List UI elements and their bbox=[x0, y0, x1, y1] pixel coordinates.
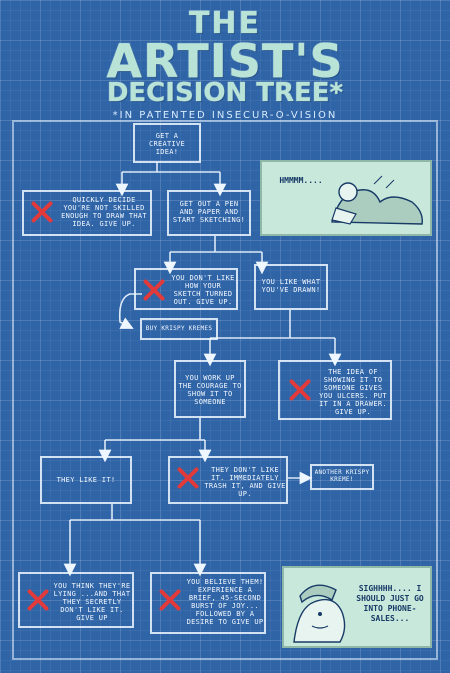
node-not-skilled-text: QUICKLY DECIDE YOU'RE NOT SKILLED ENOUGH… bbox=[61, 196, 147, 228]
node-believe-them-text: YOU BELIEVE THEM! EXPERIENCE A BRIEF, 45… bbox=[186, 578, 264, 626]
edge-drawn-split bbox=[210, 310, 335, 339]
diagram-frame bbox=[12, 120, 438, 660]
title-line-3: DECISION TREE* bbox=[106, 78, 344, 108]
node-get-idea-text: GET A CREATIVE IDEA! bbox=[148, 132, 186, 156]
node-think-lying bbox=[18, 572, 134, 628]
node-dont-like-sketch bbox=[134, 268, 238, 310]
x-mark-icon bbox=[142, 278, 166, 302]
x-mark-icon bbox=[288, 378, 312, 402]
edge-to-kremes bbox=[118, 293, 142, 329]
thinking-panel-text: HMMMM.... bbox=[279, 176, 323, 185]
node-like-drawn bbox=[254, 264, 328, 310]
edge-courage-split bbox=[105, 418, 205, 441]
node-dont-like-trash-text: THEY DON'T LIKE IT. IMMEDIATELY TRASH IT… bbox=[204, 466, 286, 498]
node-dont-like-trash bbox=[168, 456, 288, 504]
node-another-kreme bbox=[310, 464, 374, 490]
node-buy-kremes bbox=[140, 318, 218, 340]
sighing-artist-illustration bbox=[293, 584, 346, 643]
edge-sketch-split bbox=[170, 236, 262, 253]
node-start-sketching-text: GET OUT A PEN AND PAPER AND START SKETCH… bbox=[172, 200, 246, 224]
node-think-lying-text: YOU THINK THEY'RE LYING ...AND THAT THEY… bbox=[53, 582, 131, 622]
node-they-like-it bbox=[40, 456, 132, 504]
node-work-up-courage-text: YOU WORK UP THE COURAGE TO SHOW IT TO SO… bbox=[178, 374, 242, 406]
node-work-up-courage bbox=[174, 360, 246, 418]
thinking-panel bbox=[260, 160, 432, 236]
thinking-artist-illustration bbox=[331, 175, 423, 225]
node-buy-kremes-text: BUY KRISPY KREMES bbox=[145, 325, 213, 332]
title-line-1: THE bbox=[188, 6, 262, 41]
node-believe-them bbox=[150, 572, 266, 634]
edge-idea-split bbox=[122, 162, 220, 173]
x-mark-icon bbox=[158, 588, 182, 612]
node-idea-ulcers bbox=[278, 360, 392, 420]
sighing-panel-text: SIGHHHH.... I SHOULD JUST GO INTO PHONE-… bbox=[356, 584, 424, 623]
node-get-idea bbox=[133, 123, 201, 163]
x-mark-icon bbox=[176, 466, 200, 490]
title-line-2: ARTIST'S bbox=[106, 34, 344, 88]
title-footnote: *IN PATENTED INSECUR-O-VISION bbox=[112, 110, 338, 121]
node-idea-ulcers-text: THE IDEA OF SHOWING IT TO SOMEONE GIVES … bbox=[319, 368, 387, 416]
x-mark-icon bbox=[26, 588, 50, 612]
node-they-like-it-text: THEY LIKE IT! bbox=[56, 476, 116, 484]
x-mark-icon bbox=[30, 200, 54, 224]
sighing-panel bbox=[282, 566, 432, 648]
node-like-drawn-text: YOU LIKE WHAT YOU'VE DRAWN! bbox=[261, 278, 321, 294]
node-another-kreme-text: ANOTHER KRISPY KREME! bbox=[314, 469, 370, 483]
edge-like-split bbox=[70, 504, 200, 521]
node-not-skilled bbox=[22, 190, 152, 236]
node-start-sketching bbox=[167, 190, 251, 236]
node-dont-like-sketch-text: YOU DON'T LIKE HOW YOUR SKETCH TURNED OU… bbox=[171, 274, 235, 306]
